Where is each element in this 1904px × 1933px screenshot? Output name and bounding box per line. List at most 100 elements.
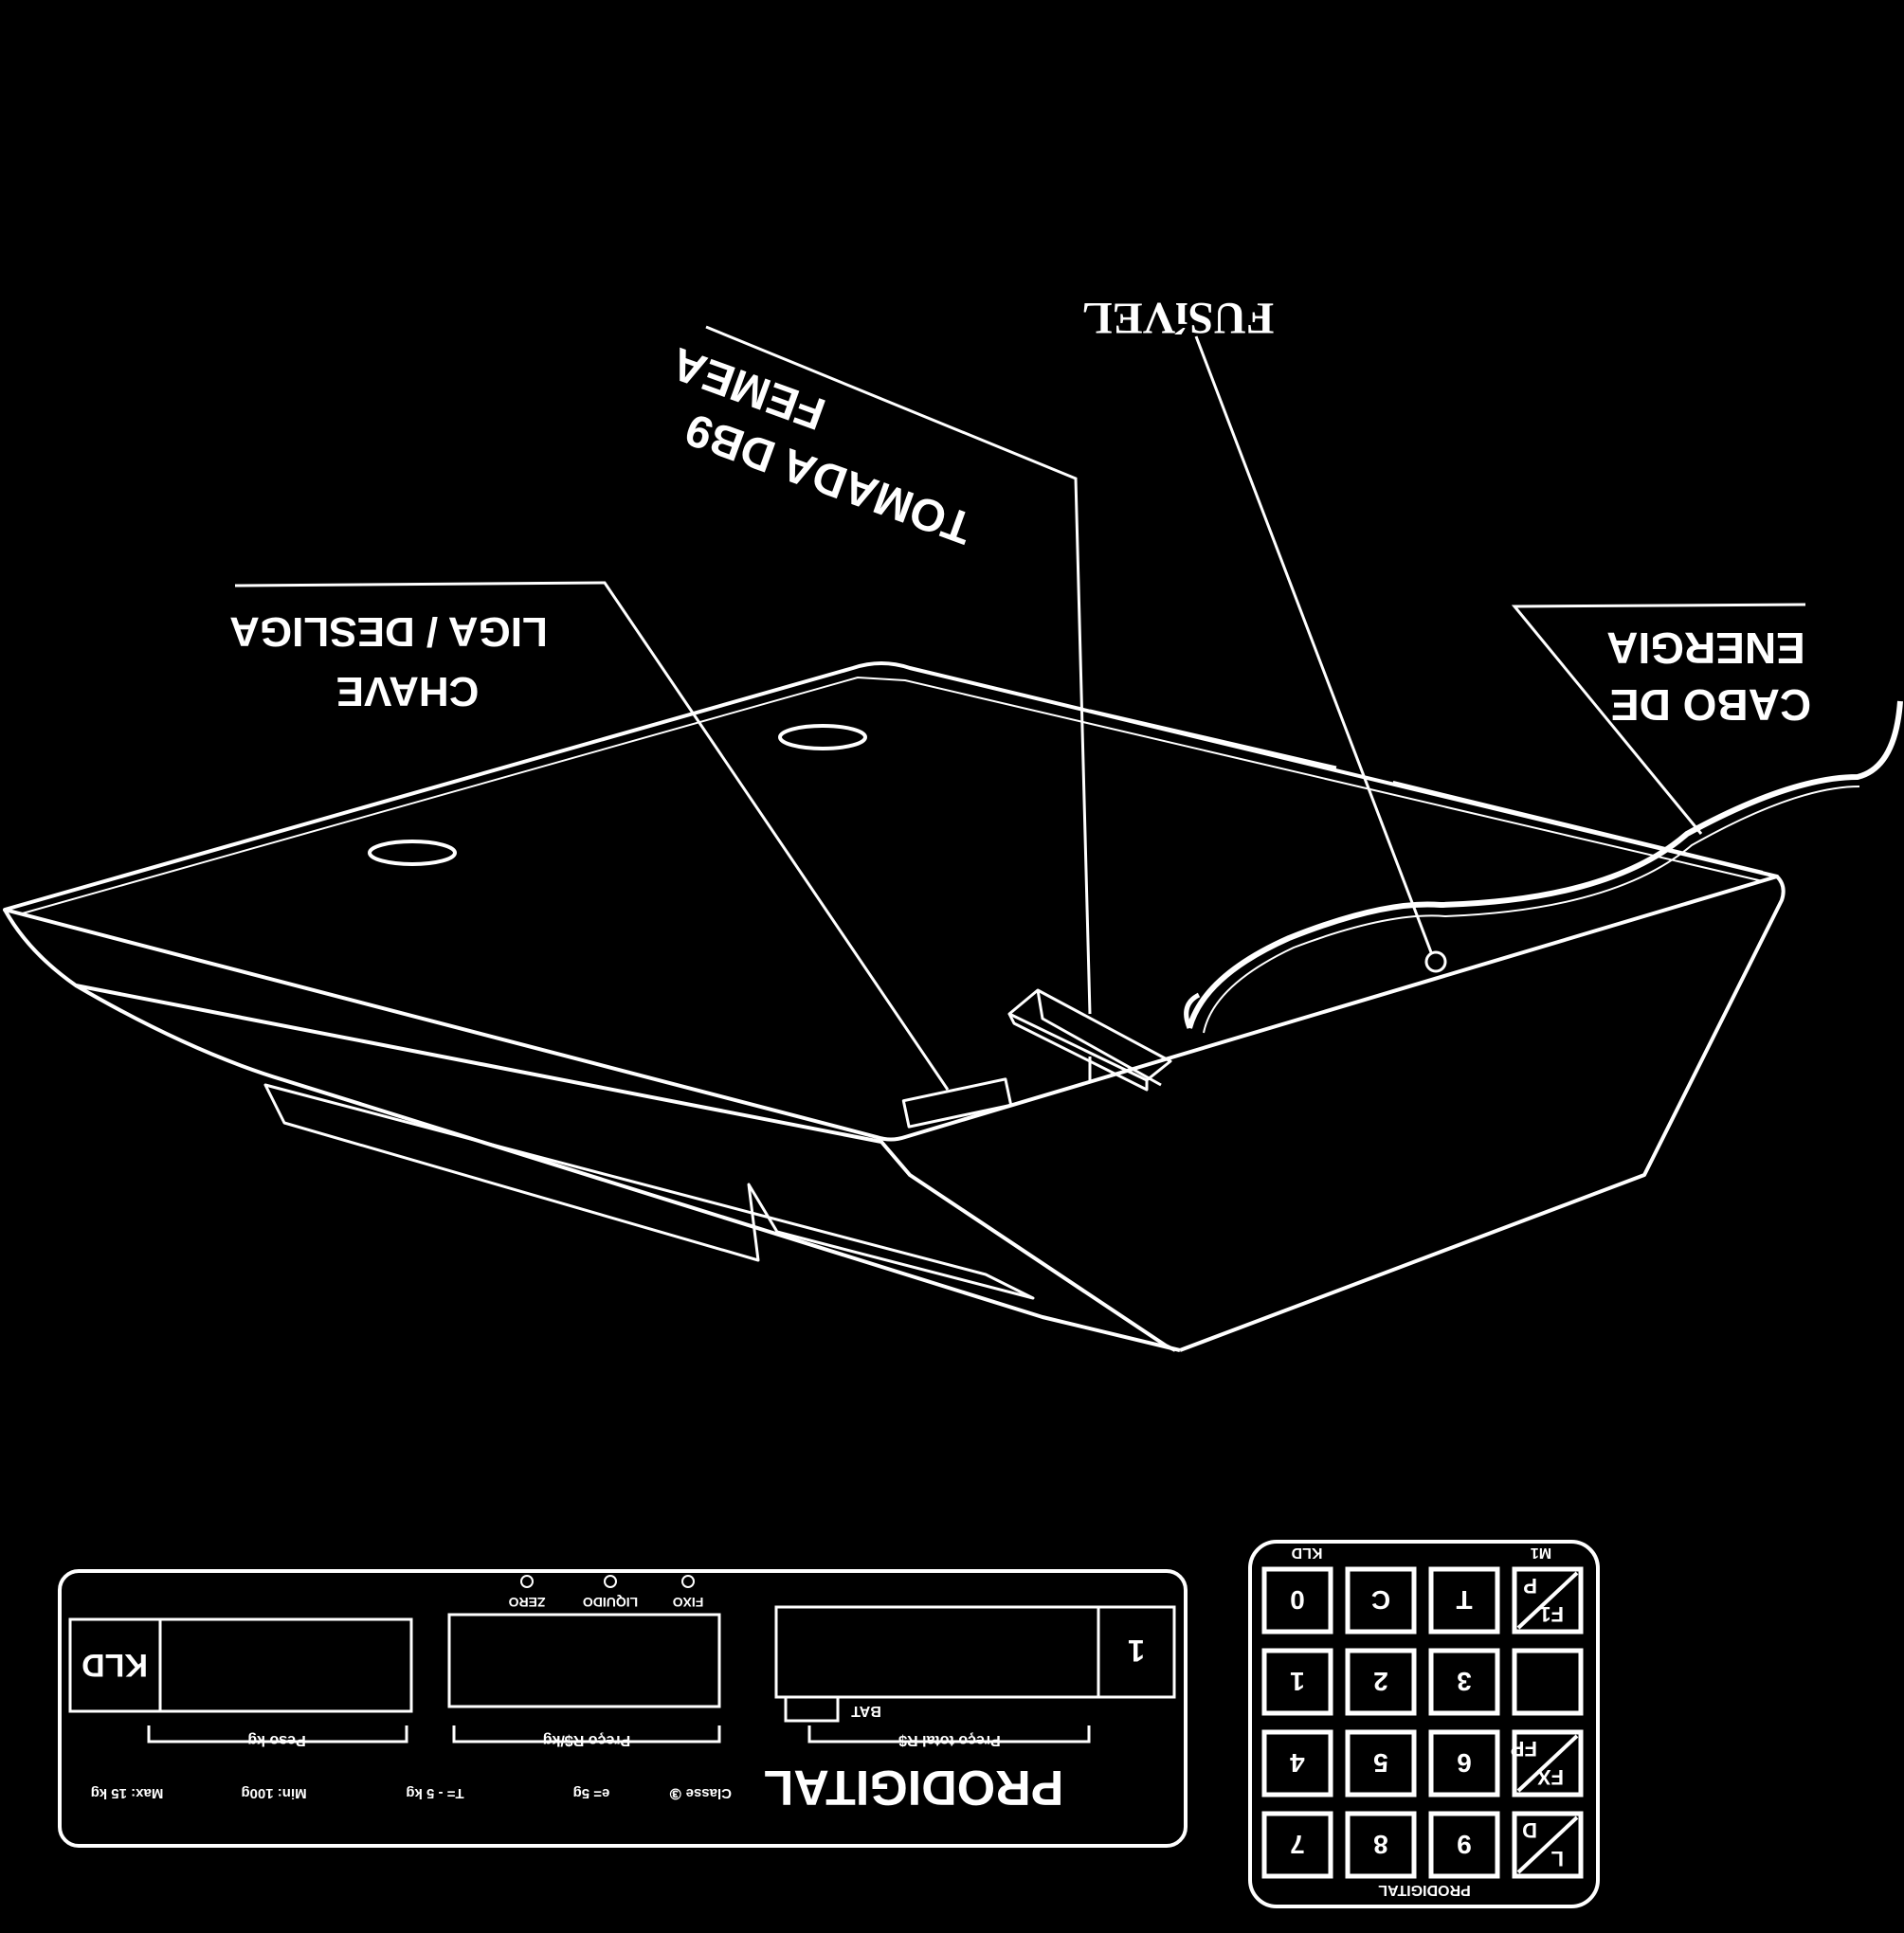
display-preco-window: [447, 1613, 721, 1708]
keypad-key-frame: [1512, 1811, 1584, 1879]
panel-spec-e: e= 5g: [573, 1785, 610, 1801]
keypad-key-label: 9: [1457, 1830, 1472, 1859]
keypad-key-divider: [1516, 1734, 1579, 1793]
power-switch: [901, 1077, 1013, 1129]
display-bat-indicator: [784, 1695, 840, 1723]
keypad-key-frame: [1512, 1566, 1584, 1635]
keypad-key: 4: [1261, 1729, 1333, 1798]
leader-cabo: [1511, 603, 1806, 835]
keypad-key-frame: [1428, 1648, 1500, 1716]
keypad-key: 9: [1428, 1811, 1500, 1879]
panel-brand: PRODIGITAL: [764, 1760, 1064, 1815]
keypad-key-label: 0: [1290, 1585, 1305, 1615]
panel-label-total: Preço total R$: [898, 1732, 1001, 1748]
callout-labels: CHAVE LIGA / DESLIGA TOMADA DB9 FEMEA FU…: [229, 293, 1811, 730]
keypad-key-label: 6: [1457, 1748, 1472, 1778]
keypad-key: LD: [1512, 1811, 1584, 1879]
keypad-key-frame: [1512, 1648, 1584, 1716]
display-panel-outline: [58, 1569, 1188, 1848]
keypad-key-label: D: [1522, 1818, 1537, 1842]
keypad-key-frame: [1428, 1811, 1500, 1879]
led-liquido: [604, 1575, 617, 1588]
keypad-key-label: 4: [1290, 1748, 1305, 1778]
keypad-bottom-label: PRODIGITAL: [1378, 1882, 1471, 1898]
keypad-key-frame: [1428, 1729, 1500, 1798]
leader-chave: [234, 581, 950, 1091]
panel-model-box: KLD: [82, 1647, 148, 1683]
display-peso-window: [68, 1617, 413, 1713]
keypad-key-label: 7: [1290, 1830, 1305, 1859]
leader-fusivel: [1194, 335, 1433, 953]
keypad-key: 5: [1345, 1729, 1417, 1798]
led-fixo: [681, 1575, 695, 1588]
panel-led-zero: ZERO: [508, 1595, 545, 1610]
keypad-key-frame: [1345, 1648, 1417, 1716]
keypad-key-frame: [1345, 1566, 1417, 1635]
callout-chave-line2: LIGA / DESLIGA: [229, 608, 548, 655]
pan-foot-oval-left: [368, 840, 457, 866]
keypad-key-label: T: [1456, 1585, 1472, 1615]
panel-spec-min: Min: 100g: [241, 1785, 306, 1801]
cable-hook: [1184, 992, 1201, 1029]
keypad-key: F1P: [1512, 1566, 1584, 1635]
display-total-window: [774, 1605, 1176, 1699]
panel-spec-max: Max: 15 kg: [91, 1785, 164, 1801]
panel-label-preco: Preço R$/kg: [543, 1732, 630, 1748]
keypad-key-label: P: [1523, 1574, 1537, 1598]
keypad-key-label: C: [1371, 1585, 1390, 1615]
keypad-key-frame: [1512, 1729, 1584, 1798]
keypad-key-divider: [1516, 1571, 1579, 1630]
keypad-key: 8: [1345, 1811, 1417, 1879]
panel-led-liquido: LIQUIDO: [583, 1595, 638, 1610]
callout-cabo-line2: ENERGIA: [1606, 623, 1805, 673]
callout-leaders: [234, 325, 1806, 1091]
panel-spec-class: Classe ③: [669, 1785, 732, 1801]
keypad-key-label: FP: [1511, 1737, 1537, 1761]
keypad-key-frame: [1428, 1566, 1500, 1635]
panel-label-peso: Peso kg: [247, 1732, 305, 1748]
scale-front-skirt: [3, 909, 1176, 1352]
callout-tomada-line1: TOMADA DB9: [680, 403, 979, 552]
keypad-key: 2: [1345, 1648, 1417, 1716]
panel-spec-t: T= - 5 kg: [406, 1785, 463, 1801]
keypad-key: 7: [1261, 1811, 1333, 1879]
keypad-key-label: F1: [1539, 1602, 1564, 1626]
front-display-window: [263, 1083, 1035, 1300]
keypad-key-frame: [1261, 1811, 1333, 1879]
callout-chave-line1: CHAVE: [336, 668, 480, 714]
scale-inner-lip: [18, 677, 1764, 915]
db9-connector: [1007, 988, 1172, 1092]
leader-tomada: [705, 325, 1092, 1015]
display-panel: PRODIGITAL Classe ③ e= 5g T= - 5 kg Min:…: [58, 1569, 1188, 1848]
callout-cabo-line1: CABO DE: [1610, 680, 1811, 730]
panel-led-fixo: FIXO: [673, 1595, 704, 1610]
keypad-outline: [1248, 1540, 1600, 1908]
keypad-key-divider: [1516, 1816, 1579, 1874]
power-cable: [1187, 700, 1903, 1029]
keypad-key-label: FX: [1537, 1765, 1564, 1789]
scale-right-skirt: [1179, 875, 1786, 1352]
keypad-key: 1: [1261, 1648, 1333, 1716]
scale-bottom-edge: [74, 984, 1181, 1352]
scale-body: [3, 661, 1903, 1352]
keypad-key-frame: [1261, 1729, 1333, 1798]
keypad-key-frame: [1345, 1811, 1417, 1879]
keypad-top-left-label: KLD: [1292, 1545, 1323, 1561]
keypad-key-label: L: [1551, 1847, 1564, 1870]
keypad-key: 0: [1261, 1566, 1333, 1635]
keypad-top-right-label: M1: [1531, 1545, 1551, 1561]
keypad-key: 6: [1428, 1729, 1500, 1798]
callout-fusivel: FUSíVEL: [1082, 293, 1275, 343]
panel-indicator-right: 1: [1128, 1634, 1145, 1668]
led-zero: [520, 1575, 534, 1588]
keypad-key: C: [1345, 1566, 1417, 1635]
keypad-key: 3: [1428, 1648, 1500, 1716]
keypad-key-frame: [1261, 1648, 1333, 1716]
pan-foot-oval-right: [778, 724, 867, 750]
keypad-key-label: 2: [1373, 1667, 1388, 1696]
keypad-key-label: 1: [1290, 1667, 1305, 1696]
